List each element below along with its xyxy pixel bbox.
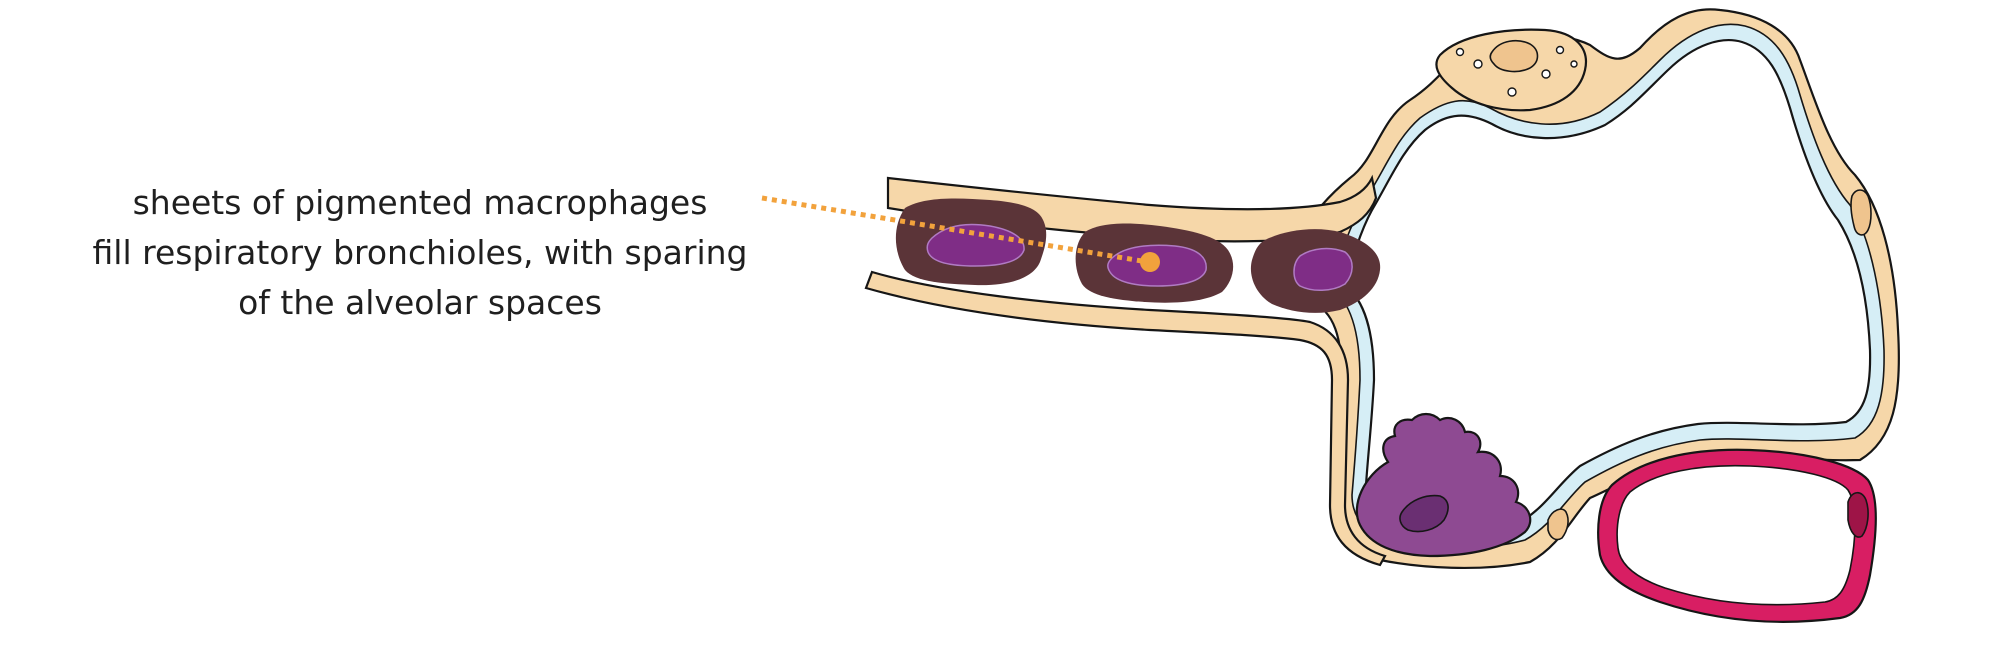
type-1-pneumocyte-nucleus (1489, 39, 1539, 73)
capillary (1597, 448, 1877, 623)
pneumocyte-granule (1473, 59, 1483, 69)
bronchiole-wall-lower (864, 270, 1387, 567)
pneumocyte-granule (1455, 47, 1465, 57)
macrophage-3 (1250, 229, 1381, 313)
pneumocyte-granule (1507, 87, 1517, 97)
type-1-pneumocyte-top (1435, 28, 1588, 112)
annotation-line-1: sheets of pigmented macrophages (132, 183, 708, 222)
macrophage-1 (895, 198, 1047, 286)
annotation-line-2: fill respiratory bronchioles, with spari… (92, 233, 748, 272)
pneumocyte-granule (1570, 60, 1578, 68)
type-1-nucleus-right (1850, 189, 1872, 236)
type-2-pneumocyte (1355, 412, 1532, 558)
pneumocyte-granule (1541, 69, 1551, 79)
endothelial-nucleus (1847, 491, 1869, 538)
type-1-nucleus-lower (1547, 508, 1569, 541)
type-2-pneumocyte-nucleus (1399, 494, 1449, 533)
annotation-text: sheets of pigmented macrophages fill res… (70, 178, 770, 328)
macrophage-1-nucleus (926, 223, 1025, 267)
annotation-line-3: of the alveolar spaces (238, 283, 602, 322)
capillary-lumen (1616, 464, 1856, 606)
pointer-dot (1140, 252, 1160, 272)
pneumocyte-granule (1555, 45, 1565, 55)
macrophage-3-nucleus (1293, 247, 1353, 291)
